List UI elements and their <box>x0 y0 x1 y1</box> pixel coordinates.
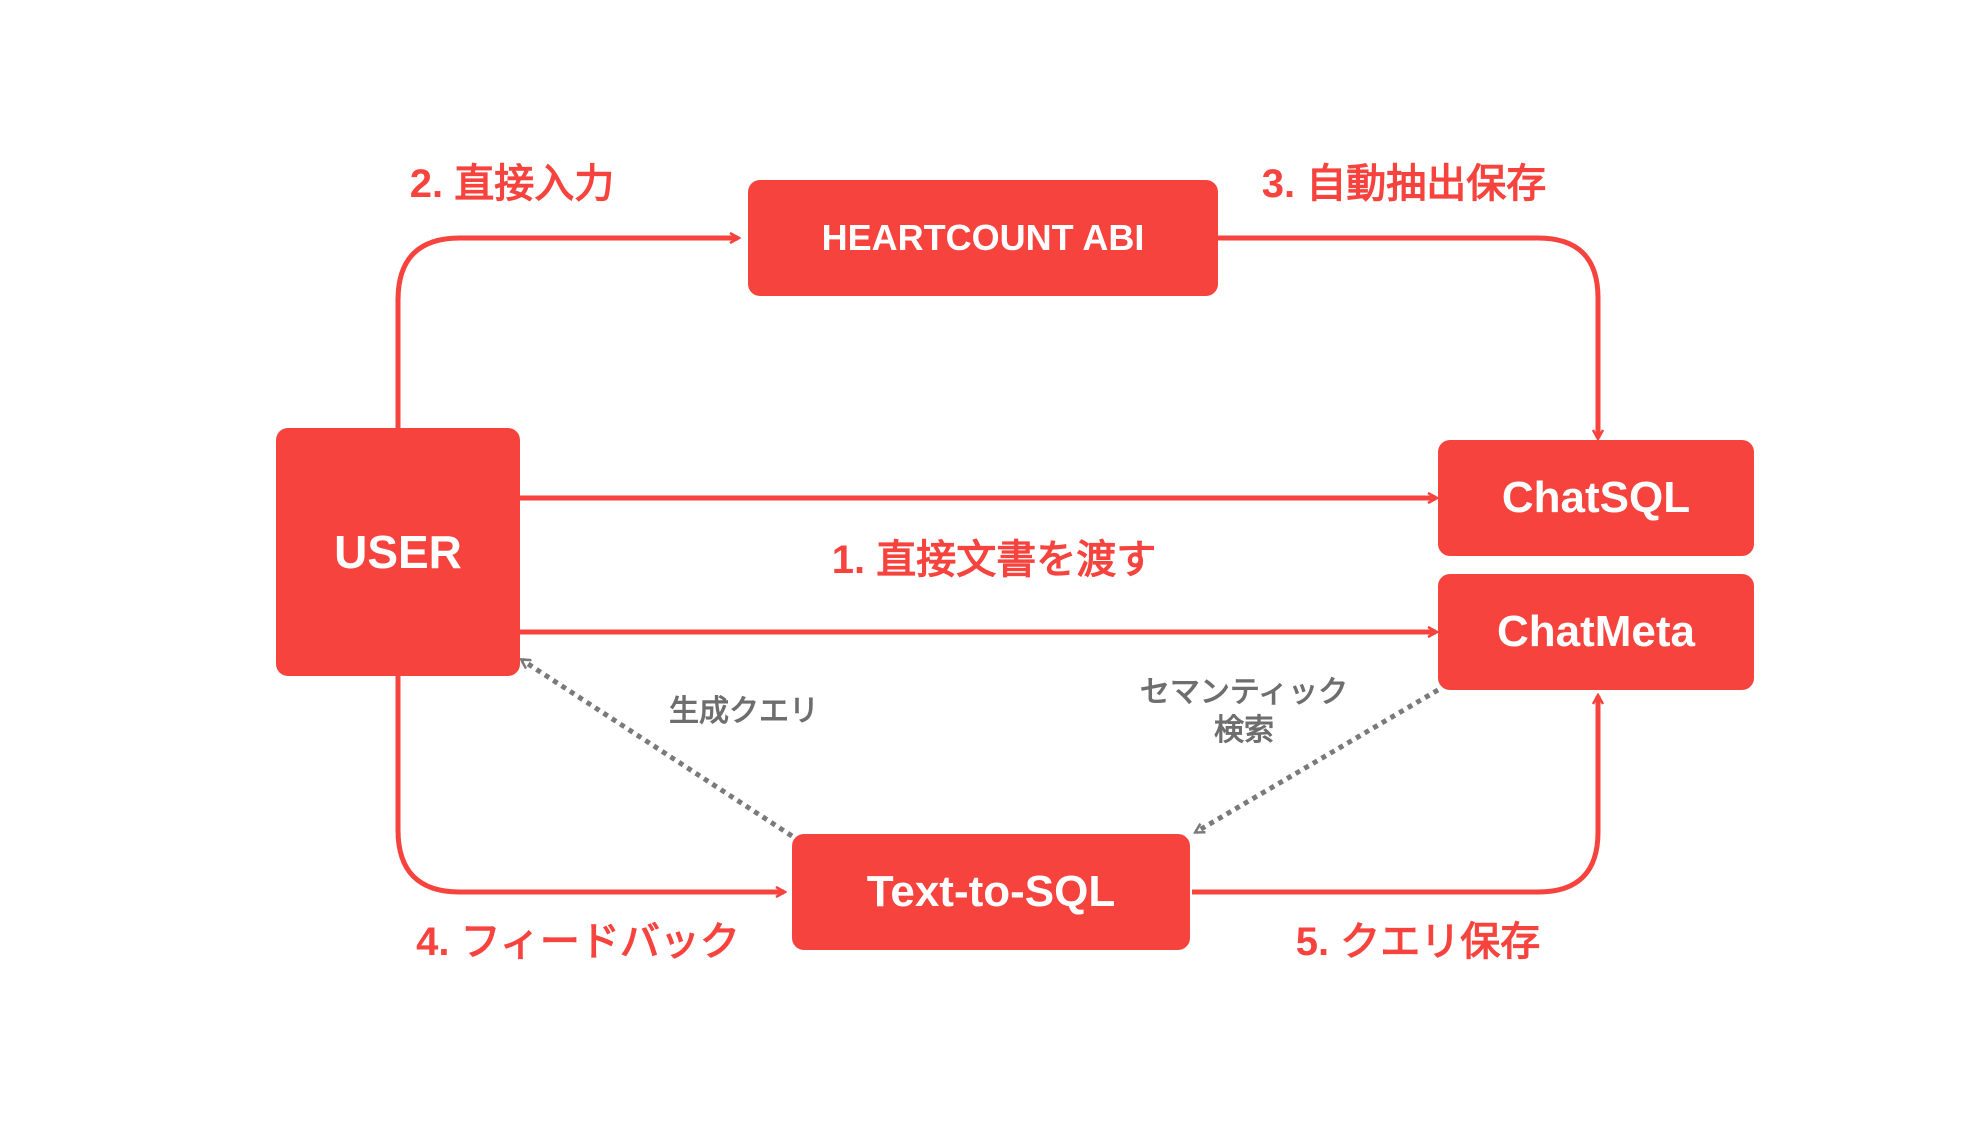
label-semantic-search-line2: 検索 <box>1213 714 1274 747</box>
label-feedback: 4. フィードバック <box>416 920 740 964</box>
node-heartcount-abi: HEARTCOUNT ABI <box>748 180 1218 296</box>
label-generated-query: 生成クエリ <box>669 695 819 728</box>
edge-text-to-sql-to-chatmeta <box>1192 696 1598 895</box>
label-semantic-search-line1: セマンティック <box>1139 676 1349 709</box>
label-save-query: 5. クエリ保存 <box>1295 920 1541 964</box>
edge-user-to-text-to-sql <box>395 676 784 892</box>
edge-user-to-heartcount <box>395 238 738 428</box>
label-semantic-search: セマンティック 検索 <box>1140 674 1348 750</box>
node-chatmeta: ChatMeta <box>1438 574 1754 690</box>
edge-generated-query <box>522 657 794 839</box>
node-chatsql: ChatSQL <box>1438 440 1754 556</box>
node-text-to-sql: Text-to-SQL <box>792 834 1190 950</box>
node-user: USER <box>276 428 520 676</box>
edge-heartcount-to-chatsql <box>1218 235 1598 438</box>
label-direct-input: 2. 直接入力 <box>409 162 615 206</box>
edge-semantic-search <box>1196 687 1440 835</box>
label-auto-extract: 3. 自動抽出保存 <box>1261 162 1547 206</box>
label-pass-documents: 1. 直接文書を渡す <box>831 538 1157 582</box>
